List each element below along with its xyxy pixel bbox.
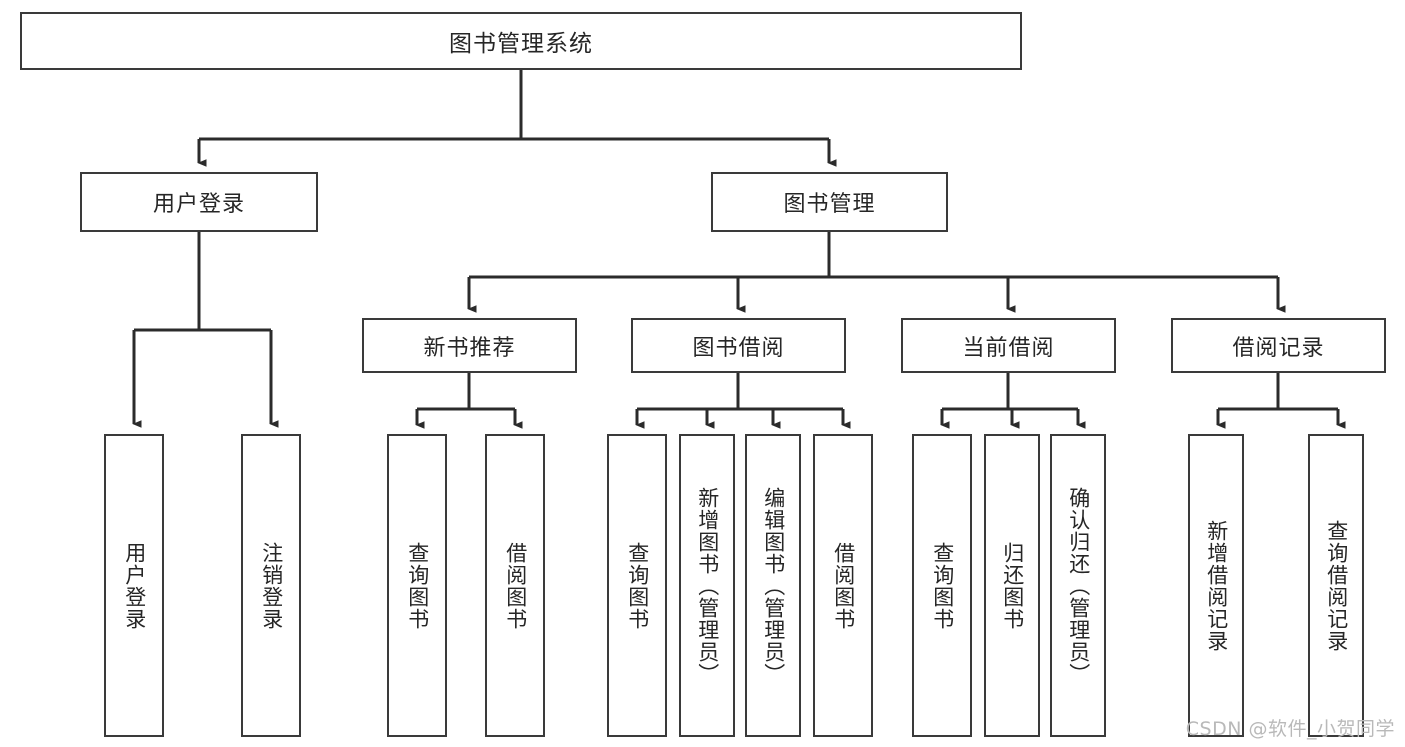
node-label: 查询图书 [405, 541, 430, 630]
node-leaf-confirm-return-admin[interactable]: 确认归还（管理员） [1050, 434, 1106, 737]
node-leaf-query-book-current[interactable]: 查询图书 [912, 434, 972, 737]
node-label: 借阅记录 [1232, 335, 1325, 361]
node-label: 查询图书 [930, 541, 955, 630]
node-label: 新增图书（管理员） [695, 486, 720, 685]
node-book-borrow[interactable]: 图书借阅 [631, 318, 846, 373]
node-leaf-return-book[interactable]: 归还图书 [984, 434, 1040, 737]
node-label: 归还图书 [1000, 541, 1025, 630]
node-current-borrow[interactable]: 当前借阅 [901, 318, 1116, 373]
node-leaf-logout[interactable]: 注销登录 [241, 434, 301, 737]
node-label: 查询借阅记录 [1324, 519, 1349, 652]
node-label: 确认归还（管理员） [1066, 486, 1091, 685]
node-label: 编辑图书（管理员） [761, 486, 786, 685]
node-root-book-management-system[interactable]: 图书管理系统 [20, 12, 1022, 70]
node-label: 图书借阅 [692, 335, 785, 361]
node-label: 注销登录 [259, 541, 284, 630]
node-leaf-borrow-book[interactable]: 借阅图书 [813, 434, 873, 737]
node-label: 用户登录 [152, 192, 245, 217]
node-label: 借阅图书 [831, 541, 856, 630]
node-label: 当前借阅 [962, 335, 1055, 361]
node-leaf-user-login[interactable]: 用户登录 [104, 434, 164, 737]
node-label: 查询图书 [625, 541, 650, 630]
node-leaf-add-borrow-record[interactable]: 新增借阅记录 [1188, 434, 1244, 737]
node-leaf-add-book-admin[interactable]: 新增图书（管理员） [679, 434, 735, 737]
node-borrow-record[interactable]: 借阅记录 [1171, 318, 1386, 373]
node-label: 借阅图书 [503, 541, 528, 630]
node-label: 新增借阅记录 [1204, 519, 1229, 652]
node-new-book-recommend[interactable]: 新书推荐 [362, 318, 577, 373]
node-leaf-edit-book-admin[interactable]: 编辑图书（管理员） [745, 434, 801, 737]
node-label: 新书推荐 [423, 335, 516, 361]
watermark-text: CSDN @软件_小贺同学 [1185, 718, 1395, 740]
node-label: 图书管理 [783, 192, 876, 217]
node-leaf-query-book-rec[interactable]: 查询图书 [387, 434, 447, 737]
node-book-management[interactable]: 图书管理 [711, 172, 948, 232]
node-leaf-borrow-book-rec[interactable]: 借阅图书 [485, 434, 545, 737]
node-leaf-query-borrow-record[interactable]: 查询借阅记录 [1308, 434, 1364, 737]
node-label: 图书管理系统 [449, 31, 593, 57]
node-leaf-query-book-borrow[interactable]: 查询图书 [607, 434, 667, 737]
node-user-login[interactable]: 用户登录 [80, 172, 318, 232]
node-label: 用户登录 [122, 541, 147, 630]
